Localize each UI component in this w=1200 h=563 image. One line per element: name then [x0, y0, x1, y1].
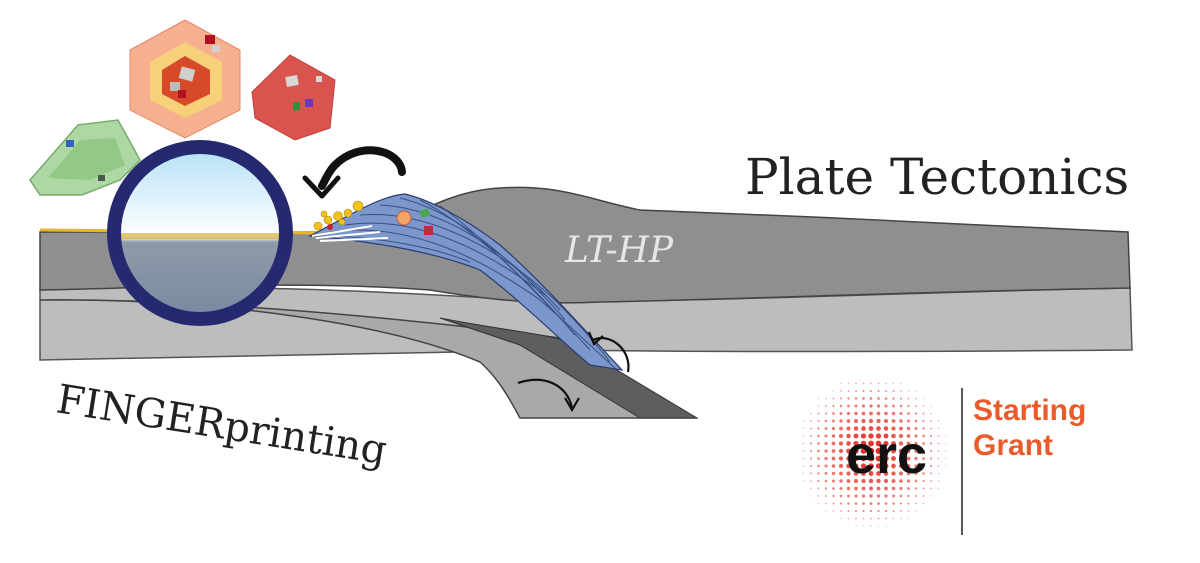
sediment-grain-red: [327, 224, 333, 230]
sediment-grains: [313, 200, 364, 231]
rotation-arrow-icon: [592, 337, 630, 373]
subduction-arrow-head: [564, 397, 580, 413]
sediment-streaks: [311, 225, 389, 242]
lt-hp-label: LT-HP: [564, 230, 674, 271]
wedge-foliation: [317, 197, 616, 369]
mineral-red: [424, 226, 433, 235]
grant-line-grant: Grant: [973, 429, 1053, 462]
subduction-arrow-icon: [517, 378, 574, 409]
upper-crust: [39, 186, 1131, 304]
red-crystal-icon: [251, 54, 336, 141]
mineral-green: [419, 208, 431, 219]
erc-logo: erc Starting Grant: [802, 382, 1086, 535]
curved-arrow-head: [302, 175, 341, 199]
curved-arrow-icon: [318, 146, 406, 190]
plate-tectonics-title: Plate Tectonics: [745, 148, 1129, 206]
mineral-orange: [396, 210, 412, 226]
fingerprinting-label: FINGERprinting: [53, 376, 389, 474]
dark-slab: [439, 317, 699, 419]
rotation-arrow-head: [587, 331, 604, 346]
erc-wordmark: erc: [846, 425, 927, 485]
erc-dots-logo: [802, 382, 947, 527]
orange-crystal-icon: [129, 19, 241, 139]
magnifier-lens-icon: [107, 140, 293, 326]
green-crystal-icon: [29, 119, 141, 196]
grant-line-starting: Starting: [973, 394, 1086, 427]
